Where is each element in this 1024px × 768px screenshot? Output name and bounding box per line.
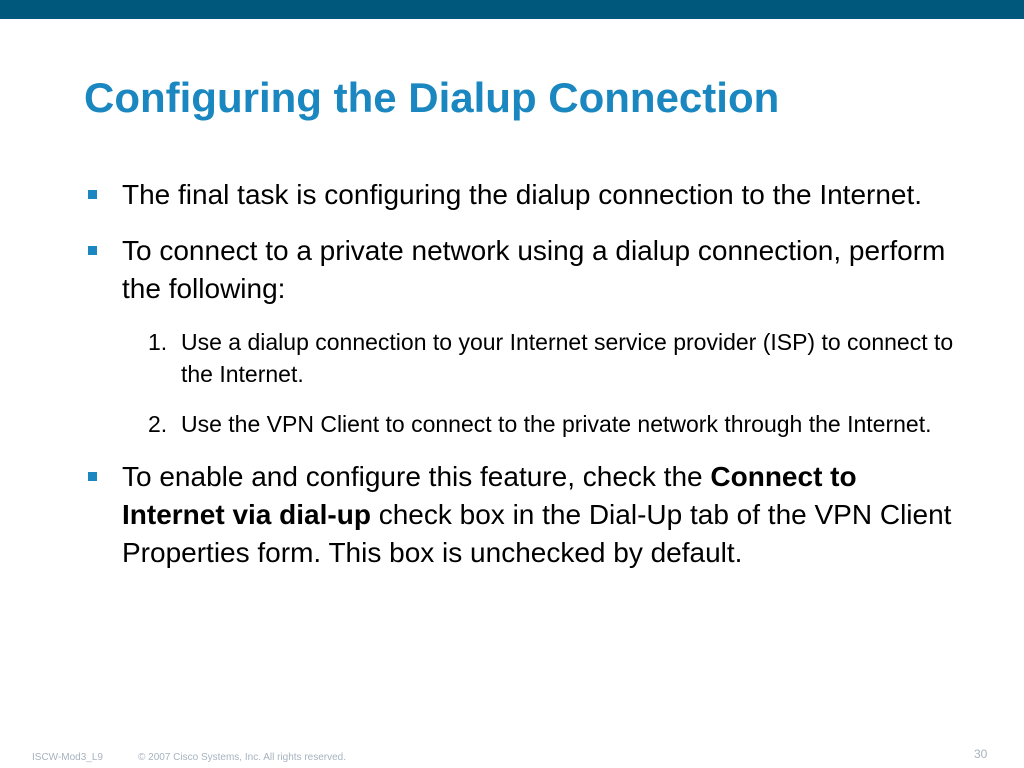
bullet-text-before: To enable and configure this feature, ch… — [122, 461, 711, 492]
step-text: Use the VPN Client to connect to the pri… — [181, 411, 932, 437]
numbered-step-2: 2. Use the VPN Client to connect to the … — [84, 408, 964, 440]
footer-page-number: 30 — [974, 747, 988, 761]
square-bullet-icon — [88, 246, 97, 255]
footer-copyright: © 2007 Cisco Systems, Inc. All rights re… — [138, 752, 347, 763]
slide-content: The final task is configuring the dialup… — [84, 176, 964, 590]
square-bullet-icon — [88, 190, 97, 199]
bullet-text: The final task is configuring the dialup… — [122, 179, 923, 210]
bullet-text-after: check box in the Dial-Up tab of the VPN … — [122, 499, 952, 568]
checkbox-option-name: Connect to Internet via dial-up — [122, 461, 857, 530]
bullet-item-1: The final task is configuring the dialup… — [84, 176, 964, 214]
top-banner-bar — [0, 0, 1024, 19]
step-number: 2. — [148, 411, 168, 437]
footer-course-code: ISCW-Mod3_L9 — [32, 752, 103, 763]
step-text: Use a dialup connection to your Internet… — [181, 329, 954, 387]
bullet-item-2: To connect to a private network using a … — [84, 232, 964, 308]
numbered-step-1: 1. Use a dialup connection to your Inter… — [84, 326, 964, 390]
bullet-item-3: To enable and configure this feature, ch… — [84, 458, 964, 572]
bullet-text: To connect to a private network using a … — [122, 235, 946, 304]
slide-title: Configuring the Dialup Connection — [84, 74, 780, 121]
square-bullet-icon — [88, 472, 97, 481]
step-number: 1. — [148, 329, 168, 355]
